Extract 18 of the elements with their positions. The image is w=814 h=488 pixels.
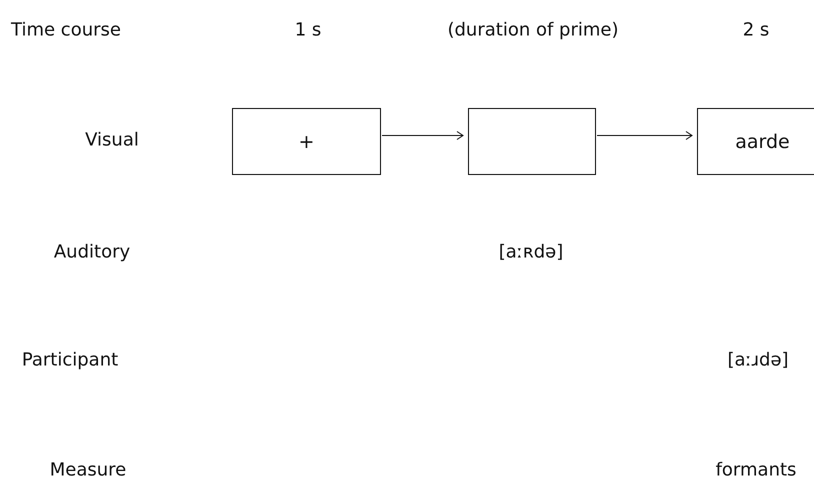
row-label: Measure (50, 460, 126, 480)
arrow (382, 131, 464, 140)
blank-screen-box (468, 108, 596, 175)
stimulus-text: aarde (735, 130, 790, 152)
row-label: [aːʀdə] (498, 242, 564, 262)
row-label: 1 s (294, 20, 322, 40)
row-label: (duration of prime) (447, 20, 619, 40)
stimulus-text: + (298, 130, 314, 152)
row-label: Auditory (54, 242, 130, 262)
row-label: Time course (11, 20, 121, 40)
row-label: Participant (22, 350, 118, 370)
row-label: 2 s (742, 20, 770, 40)
row-label: Visual (85, 130, 139, 150)
row-label: formants (716, 460, 796, 480)
row-label: [aːɹdə] (727, 350, 789, 370)
stimulus-box (697, 108, 814, 175)
stimulus-box (232, 108, 381, 175)
arrow (596, 131, 692, 140)
